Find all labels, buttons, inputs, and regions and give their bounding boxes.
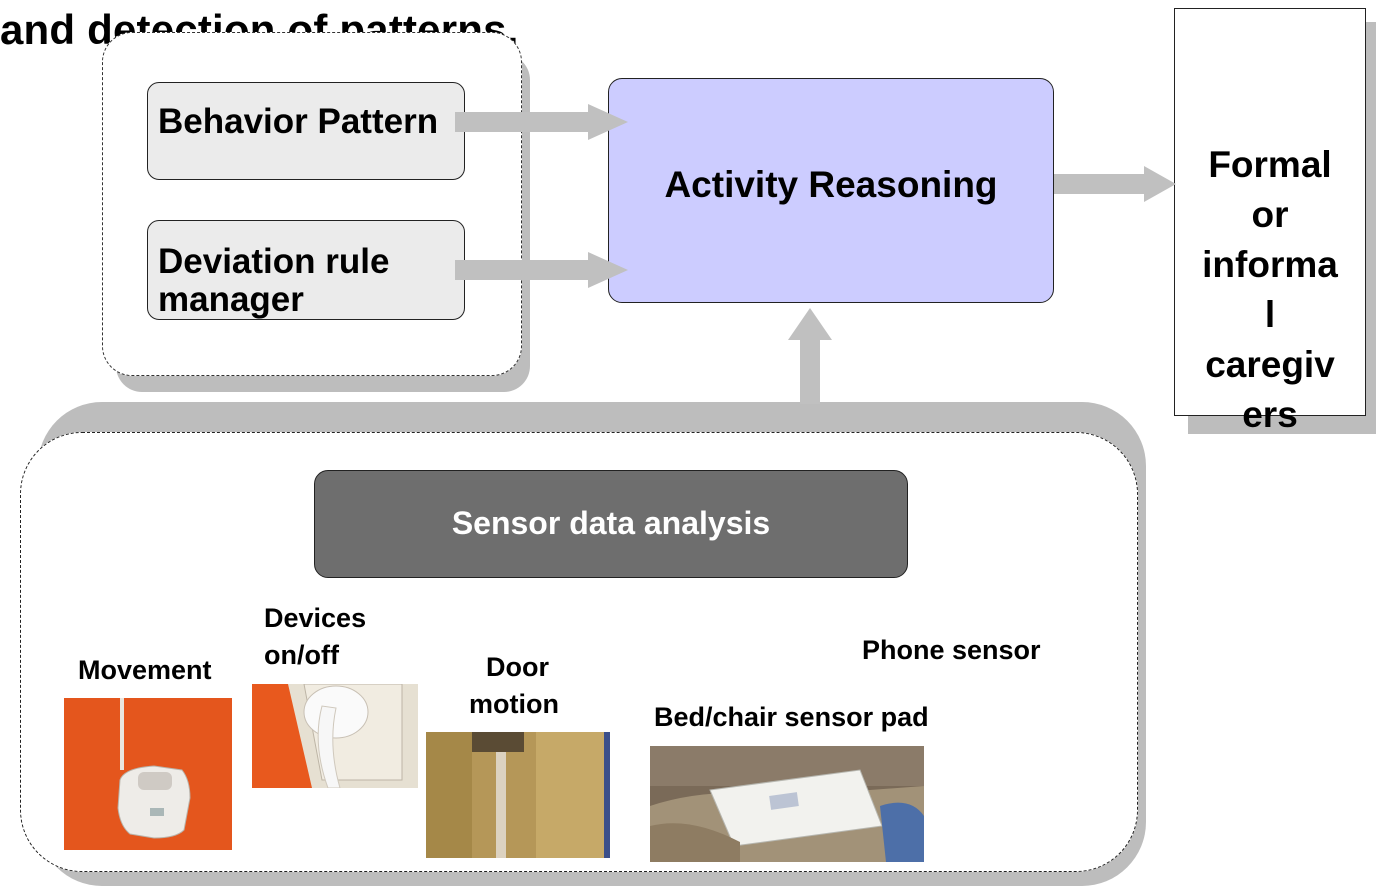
arrow-deviation-to-reasoning	[455, 252, 628, 288]
door-motion-photo	[426, 732, 610, 858]
door-label-line1: Door	[486, 652, 549, 682]
caregivers-line: l	[1264, 294, 1276, 335]
behavior-pattern-box: Behavior Pattern	[147, 82, 465, 180]
arrow-sensors-to-reasoning	[788, 308, 832, 404]
sensor-data-analysis-box: Sensor data analysis	[314, 470, 908, 578]
activity-reasoning-box: Activity Reasoning	[608, 78, 1054, 303]
deviation-rule-manager-box: Deviation rule manager	[147, 220, 465, 320]
caregivers-box: Formal or informa l caregiv ers	[1174, 8, 1366, 435]
door-label-line2: motion	[469, 689, 559, 719]
devices-label-line1: Devices	[264, 603, 367, 633]
bed-chair-sensor-photo	[650, 746, 924, 862]
bed-chair-label: Bed/chair sensor pad	[654, 702, 929, 732]
caregivers-line: informa	[1202, 244, 1338, 285]
caregivers-line: caregiv	[1205, 344, 1335, 385]
devices-label-line2: on/off	[264, 640, 339, 670]
movement-sensor-photo	[64, 698, 232, 850]
arrow-behavior-to-reasoning	[455, 104, 628, 140]
caregivers-line: or	[1251, 194, 1289, 235]
caregivers-line: ers	[1242, 394, 1298, 435]
phone-sensor-label: Phone sensor	[862, 635, 1041, 665]
devices-outlet-photo	[252, 684, 418, 788]
arrow-reasoning-to-caregivers	[1054, 166, 1176, 202]
caregivers-line: Formal	[1208, 144, 1332, 185]
movement-label: Movement	[78, 655, 212, 685]
